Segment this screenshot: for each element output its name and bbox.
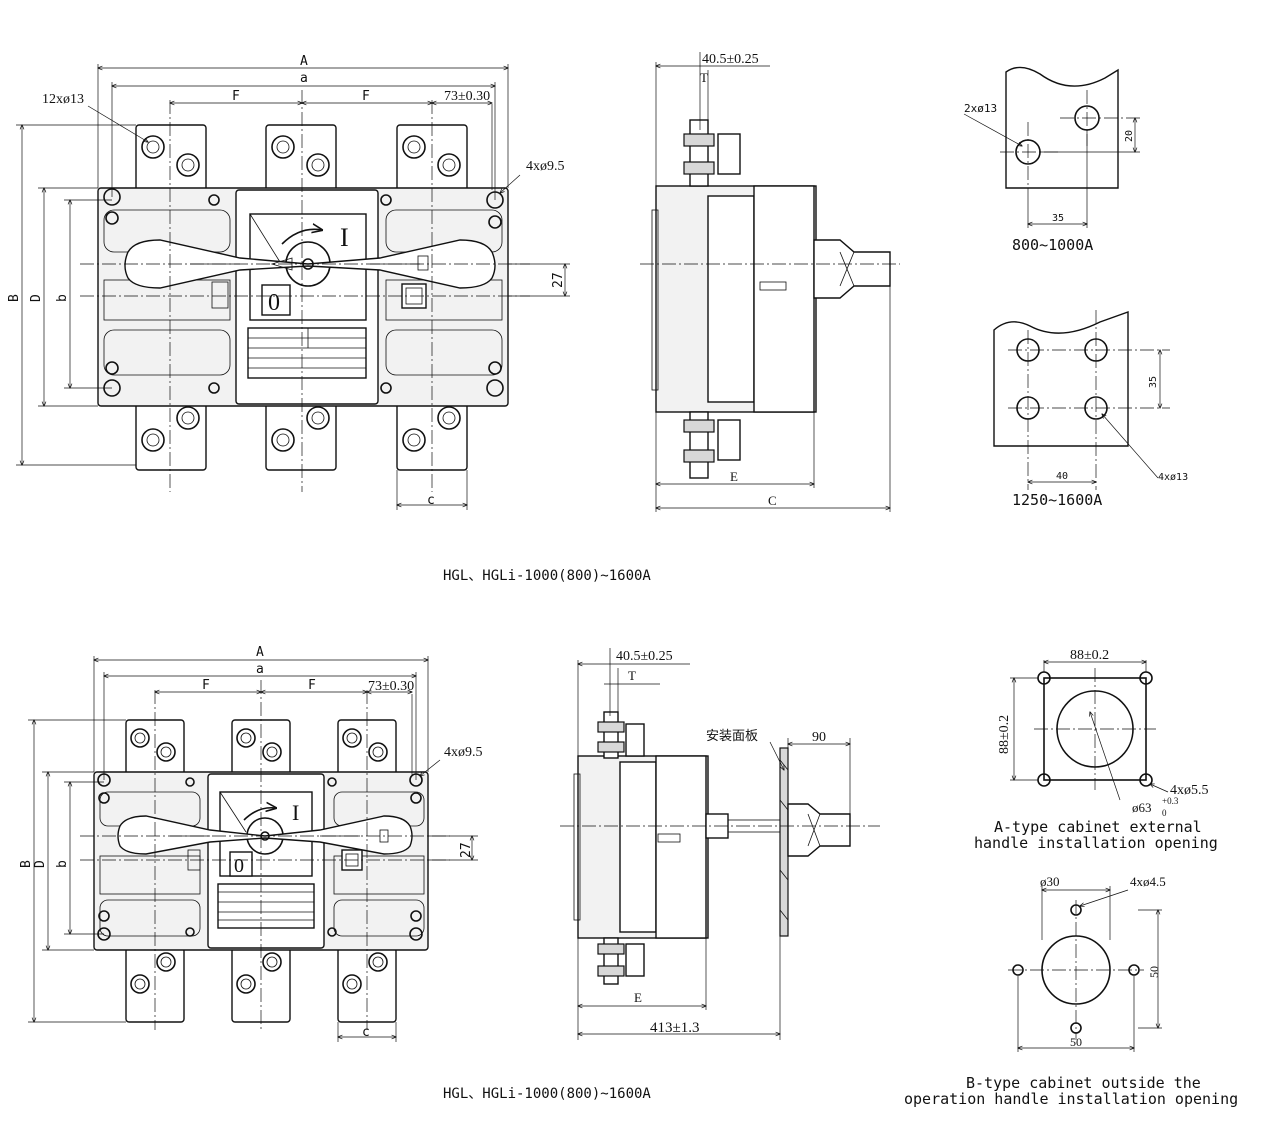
- b-side-dim-E: E: [634, 990, 642, 1005]
- side-dim-C: C: [768, 493, 777, 508]
- b-side-dim-top: 40.5±0.25: [616, 649, 673, 664]
- dim-B: B: [7, 294, 22, 302]
- bottom-caption: HGL、HGLi-1000(800)~1600A: [443, 1086, 651, 1102]
- top-busbars-lower: [135, 399, 468, 471]
- top-on-indicator: I: [340, 223, 349, 252]
- dim-F-left: F: [232, 89, 240, 104]
- b-dim-a: a: [256, 662, 264, 677]
- side-dim-top: 40.5±0.25: [702, 52, 759, 67]
- busbar-1250-caption: 1250~1600A: [1012, 491, 1102, 509]
- a-type-dim-height: 88±0.2: [997, 715, 1012, 754]
- mounting-panel-label: 安装面板: [706, 729, 758, 744]
- busbar-800-dim-35: 35: [1052, 213, 1064, 224]
- bottom-nameplate: [217, 883, 315, 929]
- a-type-dim-width: 88±0.2: [1070, 648, 1109, 663]
- b-dim-c: c: [362, 1025, 370, 1040]
- busbar-800-holes: 2xø13: [964, 102, 997, 115]
- b-side-dim-total: 413±1.3: [650, 1020, 699, 1036]
- a-type-holes: 4xø5.5: [1170, 783, 1209, 798]
- dim-pitch: 73±0.30: [444, 89, 490, 104]
- bottom-off-indicator: 0: [234, 855, 244, 877]
- b-dim-pitch: 73±0.30: [368, 679, 414, 694]
- b-dim-F-left: F: [202, 678, 210, 693]
- b-dim-B: B: [19, 860, 34, 868]
- b-label-4-holes: 4xø9.5: [444, 745, 483, 760]
- bottom-on-indicator: I: [292, 800, 299, 825]
- b-dim-D: D: [33, 860, 48, 868]
- bottom-front-view: I 0 A: [19, 645, 483, 1042]
- busbar-800-caption: 800~1000A: [1012, 236, 1093, 254]
- busbar-1250-dim-40: 40: [1056, 471, 1068, 482]
- bottom-front-dimensions: A a F F 73±0.30 4xø9.5 B D b: [19, 645, 483, 1042]
- dim-b: b: [55, 294, 70, 302]
- dim-A: A: [300, 54, 308, 69]
- b-dim-A: A: [256, 645, 264, 660]
- a-type-tol-upper: +0.3: [1162, 796, 1179, 806]
- side-dim-E: E: [730, 469, 738, 484]
- dim-D: D: [29, 294, 44, 302]
- b-dim-b: b: [55, 860, 70, 868]
- top-caption: HGL、HGLi-1000(800)~1600A: [443, 568, 651, 584]
- a-type-cutout: 88±0.2 88±0.2 4xø5.5 ø63 +0.3 0 A-type c…: [974, 648, 1218, 852]
- dim-27: 27: [551, 272, 566, 288]
- top-front-dimensions: A a F F 73±0.30 12xø13 4xø9.5 B D: [7, 54, 570, 510]
- b-type-caption-line1: B-type cabinet outside the: [966, 1074, 1201, 1092]
- b-type-holes: 4xø4.5: [1130, 874, 1166, 889]
- a-type-diameter: ø63: [1132, 800, 1152, 815]
- dim-F-right: F: [362, 89, 370, 104]
- b-side-dim-T: T: [628, 668, 636, 683]
- b-dim-27: 27: [459, 842, 474, 858]
- dim-c: c: [427, 493, 435, 508]
- label-12-holes: 12xø13: [42, 92, 84, 107]
- busbar-800-1000: 20 35 2xø13 800~1000A: [963, 66, 1140, 254]
- label-4-holes: 4xø9.5: [526, 159, 565, 174]
- mounting-panel: [779, 747, 789, 937]
- b-type-dim-50-horizontal: 50: [1070, 1035, 1082, 1049]
- b-type-cutout: ø30 4xø4.5 50 50 B-type cabinet outside …: [904, 874, 1238, 1108]
- b-side-dim-90: 90: [812, 730, 826, 745]
- b-type-dim-50-vertical: 50: [1147, 966, 1161, 978]
- b-dim-F-right: F: [308, 678, 316, 693]
- b-type-diameter: ø30: [1040, 874, 1060, 889]
- a-type-tol-lower: 0: [1162, 808, 1167, 818]
- b-type-caption-line2: operation handle installation opening: [904, 1090, 1238, 1108]
- top-nameplate: [247, 327, 367, 379]
- busbar-1250-dim-35: 35: [1148, 376, 1159, 388]
- busbar-1250-1600: 35 40 4xø13 1250~1600A: [993, 310, 1188, 509]
- top-front-view: I 0: [7, 54, 570, 510]
- dim-a: a: [300, 71, 308, 86]
- top-side-view: 40.5±0.25 T E C: [640, 52, 900, 512]
- side-dim-T: T: [700, 70, 708, 85]
- busbar-800-dim-20: 20: [1124, 130, 1135, 142]
- top-busbars-upper: [135, 124, 468, 196]
- busbar-1250-holes: 4xø13: [1158, 472, 1188, 483]
- bottom-side-view: 40.5±0.25 T 安装面板 90 E 413±1.3: [560, 648, 880, 1040]
- a-type-caption-line1: A-type cabinet external: [994, 818, 1202, 836]
- top-off-indicator: 0: [268, 290, 280, 316]
- a-type-caption-line2: handle installation opening: [974, 834, 1218, 852]
